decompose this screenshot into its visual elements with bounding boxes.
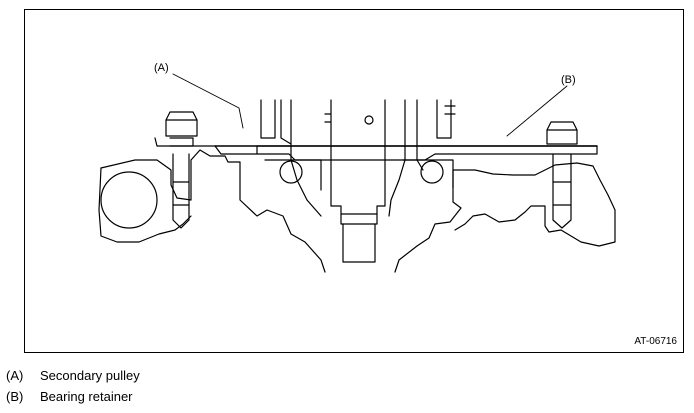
case-round-boss: [100, 171, 158, 229]
right-bolt: [546, 121, 578, 229]
right-bearing-ball: [420, 160, 444, 184]
leader-line-b: [506, 85, 568, 137]
figure-id: AT-06716: [634, 336, 677, 347]
technical-diagram: (A) (B) AT-06716: [24, 9, 684, 353]
diagram-drawing: [98, 73, 616, 273]
callout-a: (A): [154, 62, 169, 74]
case-housing: [100, 149, 616, 273]
bearing-retainer-plate: [154, 137, 598, 161]
legend-key: (A): [6, 368, 24, 383]
legend-label: Secondary pulley: [40, 368, 140, 383]
legend-label: Bearing retainer: [40, 389, 133, 404]
legend-item: (A) Secondary pulley: [6, 368, 140, 384]
left-bearing-ball: [279, 160, 303, 184]
left-bearing-race: [264, 159, 322, 191]
case-left-outline: [98, 167, 192, 243]
left-bolt: [165, 111, 198, 229]
legend-key: (B): [6, 389, 24, 404]
right-bearing-race: [402, 159, 454, 189]
callout-b: (B): [561, 74, 576, 86]
legend-item: (B) Bearing retainer: [6, 389, 133, 405]
leader-line-a: [172, 73, 244, 129]
